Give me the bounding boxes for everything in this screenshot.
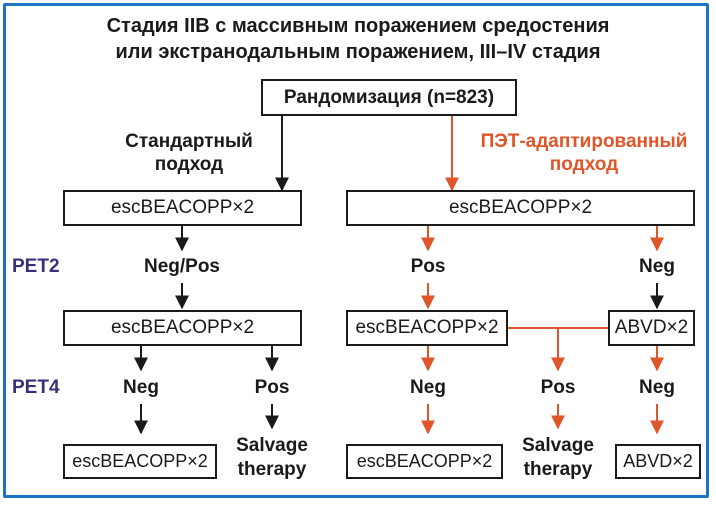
adapted-escbeacopp-box-2: escBEACOPP×2 (346, 310, 508, 346)
adapted-salvage-line-1: Salvage (522, 435, 594, 456)
pet4-label: PET4 (12, 377, 60, 398)
title-line-2: или экстранодальным поражением, III–IV с… (115, 41, 601, 63)
standard-pet4-neg: Neg (123, 377, 159, 398)
adapted-abvd-box: ABVD×2 (608, 310, 695, 346)
adapted-escbeacopp-box-1: escBEACOPP×2 (346, 190, 695, 226)
adapted-pet4-neg-left: Neg (410, 377, 446, 398)
adapted-salvage-line-2: therapy (523, 459, 593, 480)
adapted-pet2-pos: Pos (410, 256, 446, 277)
adapted-final-escbeacopp: escBEACOPP×2 (346, 444, 503, 479)
standard-approach-label-2: подход (154, 154, 224, 175)
adapted-pet4-pos: Pos (540, 377, 576, 398)
diagram-frame (3, 3, 709, 498)
adapted-final-abvd: ABVD×2 (615, 444, 701, 479)
randomization-box: Рандомизация (n=823) (261, 79, 517, 116)
adapted-approach-label-1: ПЭТ-адаптированный (480, 131, 688, 152)
standard-pet4-pos: Pos (254, 377, 290, 398)
adapted-pet2-neg: Neg (639, 256, 675, 277)
standard-escbeacopp-box-1: escBEACOPP×2 (63, 190, 302, 226)
standard-salvage-line-1: Salvage (236, 435, 308, 456)
adapted-approach-label-2: подход (549, 154, 619, 175)
standard-salvage-line-2: therapy (237, 459, 307, 480)
title-line-1: Стадия IIB с массивным поражением средос… (106, 15, 610, 37)
standard-approach-label-1: Стандартный (125, 131, 253, 152)
standard-final-escbeacopp: escBEACOPP×2 (63, 444, 217, 479)
standard-pet2-result: Neg/Pos (143, 256, 221, 277)
adapted-pet4-neg-right: Neg (639, 377, 675, 398)
standard-escbeacopp-box-2: escBEACOPP×2 (63, 310, 302, 346)
pet2-label: PET2 (12, 256, 60, 277)
